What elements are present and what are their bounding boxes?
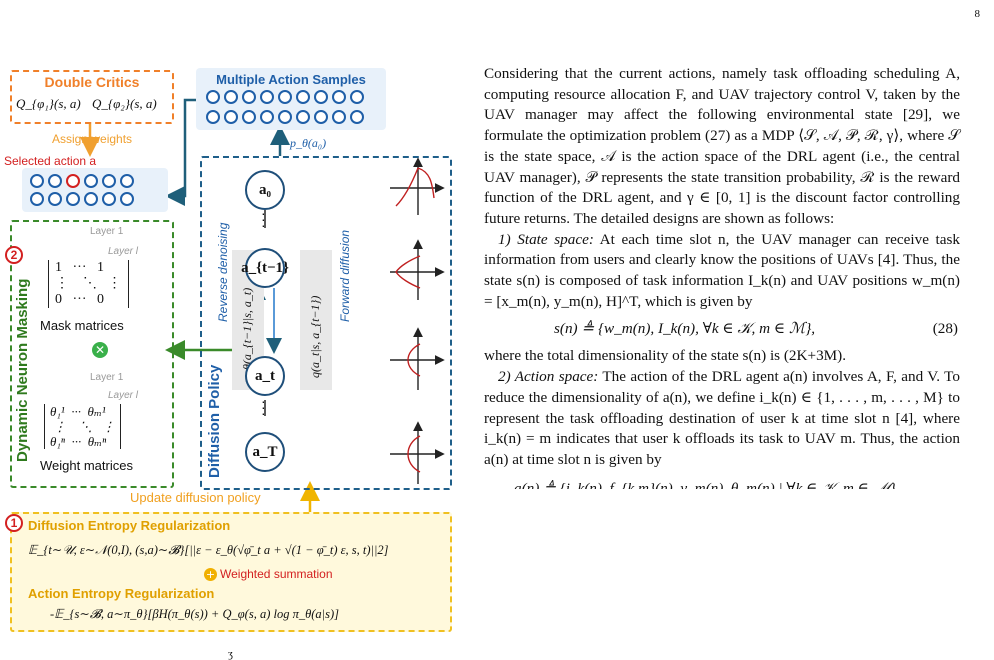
weight-matrices-label: Weight matrices [40,458,133,473]
node-a0: a₀ [245,170,285,210]
figure-diffusion-framework: Double Critics Q_{φ₁}(s, a) Q_{φ₂}(s, a)… [0,60,460,640]
action-sample [224,90,238,104]
plus-icon: + [204,568,217,581]
state-space-heading: 1) State space: [498,230,594,248]
page-number: 8 [974,8,981,20]
figure-connectors [80,98,445,512]
q-label-bg [300,250,332,390]
action-sample [102,192,116,206]
action-sample [278,90,292,104]
node-a-t-minus-1: a_{t−1} [241,248,289,288]
equation-28: s(n) ≜ {w_m(n), I_k(n), ∀k ∈ 𝒦, m ∈ ℳ}, … [484,312,960,346]
equation-28-body: s(n) ≜ {w_m(n), I_k(n), ∀k ∈ 𝒦, m ∈ ℳ}, [554,320,816,338]
diffusion-policy-label: Diffusion Policy [206,364,223,478]
selected-action-label: Selected action a [4,154,97,168]
action-sample [260,110,274,124]
p-theta-label: p_θ(a₀) [290,136,327,150]
action-sample [120,174,134,188]
critic-q2: Q_{φ₂}(s, a) [92,96,157,111]
action-sample [332,110,346,124]
cut-off-equation: a(n) ≜ {i_k(n), f_{k,m}(n), v_m(n), θ_m(… [484,479,960,489]
state-space-body: At each time slot n, the UAV manager can… [484,230,961,310]
body-text-column: Considering that the current actions, na… [484,64,960,489]
paragraph-dimensionality: where the total dimensionality of the st… [484,347,847,365]
weight-matrix: θ₁¹ ··· θₘ¹ ⋮ ⋱ ⋮θ₁ⁿ ··· θₘⁿ [44,404,121,449]
action-entropy-title: Action Entropy Regularization [28,586,215,601]
dynamic-neuron-masking-label: Dynamic Neuron Masking [14,278,31,462]
weight-layer-1: Layer 1 [90,372,124,383]
ellipsis-dots: ··· [261,393,266,421]
action-entropy-formula: -𝔼_{s∼𝓑, a∼π_θ}[βH(π_θ(s)) + Q_φ(s, a) l… [50,607,339,621]
multiply-icon: ✕ [92,342,108,358]
diffusion-policy-box [200,156,452,490]
mask-layer-1: Layer 1 [90,226,124,237]
weight-layer-l: Layer l [108,390,139,401]
selected-action [66,174,80,188]
action-sample [260,90,274,104]
double-critics-title: Double Critics [44,74,140,90]
action-sample [296,110,310,124]
paragraph-mdp: Considering that the current actions, na… [484,65,960,227]
action-sample [30,174,44,188]
double-critics-box [10,70,174,124]
action-sample [242,110,256,124]
action-sample [314,90,328,104]
dynamic-neuron-masking-box [10,220,174,488]
cut-off-equation-text: a(n) ≜ {i_k(n), f_{k,m}(n), v_m(n), θ_m(… [514,479,900,489]
node-a-t: a_t [245,356,285,396]
noise-curves [390,157,445,484]
ellipsis-dots: ··· [261,205,266,233]
left-column-cut: ʒ [228,648,233,660]
action-sample [332,90,346,104]
q-label: q(a_t|s, a_{t−1}) [308,295,322,378]
node-a-T: a_T [245,432,285,472]
action-sample [296,90,310,104]
action-samples-row-1 [206,90,364,104]
update-diffusion-policy-label: Update diffusion policy [130,490,261,505]
action-sample [224,110,238,124]
selected-action-row-1 [30,174,134,188]
action-sample [350,110,364,124]
forward-diffusion-label: Forward diffusion [338,229,352,322]
action-sample [84,174,98,188]
paragraph-action-space: 2) Action space: The action of the DRL a… [484,367,960,471]
action-sample [48,192,62,206]
action-sample [84,192,98,206]
mask-matrix: 1 ··· 1⋮ ⋱ ⋮0 ··· 0 [48,260,129,308]
action-space-heading: 2) Action space: [498,368,599,386]
badge-2: 2 [5,246,23,264]
critic-q1: Q_{φ₁}(s, a) [16,96,81,111]
action-sample [314,110,328,124]
paragraph-state-space: 1) State space: At each time slot n, the… [484,230,960,313]
reverse-denoising-label: Reverse denoising [216,222,230,322]
selected-action-row-2 [30,192,134,206]
action-samples-row-2 [206,110,364,124]
action-sample [350,90,364,104]
equation-28-number: (28) [932,320,958,338]
mask-matrices-label: Mask matrices [40,318,124,333]
action-sample [120,192,134,206]
action-sample [206,90,220,104]
diffusion-entropy-title: Diffusion Entropy Regularization [28,518,231,533]
entropy-regularization-box [10,512,452,632]
action-sample [30,192,44,206]
mask-layer-l: Layer l [108,246,139,257]
action-sample [206,110,220,124]
action-space-body: The action of the DRL agent a(n) involve… [484,368,960,468]
diffusion-entropy-formula: 𝔼_{t∼𝒰, ε∼𝒩(0,I), (s,a)∼𝓑}[||ε − ε_θ(√φ̄… [28,543,389,557]
action-sample [48,174,62,188]
action-sample [66,192,80,206]
assign-weights-label: Assign weights [52,132,133,146]
weighted-summation-label: Weighted summation [220,567,333,581]
badge-1: 1 [5,514,23,532]
action-sample [242,90,256,104]
action-sample [278,110,292,124]
action-sample [102,174,116,188]
multiple-action-samples-title: Multiple Action Samples [216,72,366,87]
